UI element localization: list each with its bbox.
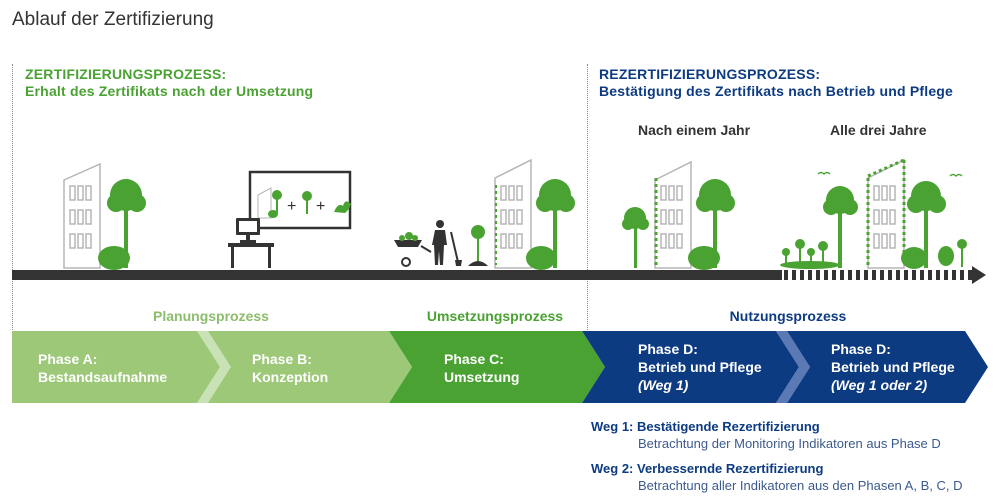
phase-d1-line1: Phase D: — [638, 341, 698, 357]
phase-d1-line2: Betrieb und Pflege — [638, 359, 762, 375]
weg-1: Weg 1: Bestätigende Rezertifizierung Bet… — [591, 419, 941, 451]
phase-d2-line3: (Weg 1 oder 2) — [831, 377, 928, 393]
planning-board: + + — [248, 170, 352, 230]
svg-text:+: + — [316, 198, 325, 215]
phase-c-line1: Phase C: — [444, 351, 504, 367]
center-divider — [587, 64, 588, 334]
weg-1-heading: Weg 1: Bestätigende Rezertifizierung — [591, 419, 820, 434]
weg-1-desc: Betrachtung der Monitoring Indikatoren a… — [638, 436, 941, 451]
tree-4 — [823, 181, 954, 269]
every-three-years-label: Alle drei Jahre — [830, 122, 927, 138]
ground-line-dashed — [782, 270, 972, 280]
weg-2-heading: Weg 2: Verbessernde Rezertifizierung — [591, 461, 824, 476]
building-1 — [63, 162, 101, 269]
page-title: Ablauf der Zertifizierung — [12, 9, 214, 30]
phase-d1-line3: (Weg 1) — [638, 377, 689, 393]
gardener-scene — [394, 220, 488, 267]
svg-text:+: + — [287, 198, 296, 215]
ground-arrow — [972, 266, 986, 284]
weg-2-desc: Betrachtung aller Indikatoren aus den Ph… — [638, 478, 963, 493]
process-planning: Planungsprozess — [153, 308, 269, 324]
birds — [817, 171, 963, 178]
process-implementation: Umsetzungsprozess — [426, 308, 564, 324]
cert-heading: ZERTIFIZIERUNGSPROZESS: — [25, 66, 227, 82]
recert-subheading: Bestätigung des Zertifikats nach Betrieb… — [599, 83, 954, 99]
ground-line — [12, 270, 782, 280]
phase-b-line2: Konzeption — [252, 369, 329, 385]
phase-a-line2: Bestandsaufnahme — [38, 369, 168, 385]
after-one-year-label: Nach einem Jahr — [638, 122, 751, 138]
phase-d1: Phase D: Betrieb und Pflege (Weg 1) — [638, 340, 762, 394]
recert-heading: REZERTIFIZIERUNGSPROZESS: — [599, 66, 821, 82]
cert-subheading: Erhalt des Zertifikats nach der Umsetzun… — [25, 83, 314, 99]
building-4 — [866, 158, 906, 269]
tree-1 — [98, 179, 146, 270]
phase-b: Phase B: Konzeption — [252, 350, 328, 386]
phase-a: Phase A: Bestandsaufnahme — [38, 350, 167, 386]
desk-with-computer — [228, 218, 274, 268]
building-2 — [494, 158, 532, 269]
phase-a-line1: Phase A: — [38, 351, 98, 367]
tree-2 — [526, 179, 575, 270]
weg-2: Weg 2: Verbessernde Rezertifizierung Bet… — [591, 461, 962, 493]
flowers — [780, 239, 967, 269]
building-3 — [654, 160, 692, 269]
phase-b-line1: Phase B: — [252, 351, 312, 367]
phase-d2-line1: Phase D: — [831, 341, 891, 357]
left-divider — [12, 64, 13, 334]
phase-c-line2: Umsetzung — [444, 369, 520, 385]
tree-3 — [622, 179, 735, 270]
phase-d2-line2: Betrieb und Pflege — [831, 359, 955, 375]
process-usage: Nutzungsprozess — [729, 308, 847, 324]
phase-c: Phase C: Umsetzung — [444, 350, 519, 386]
phase-d2: Phase D: Betrieb und Pflege (Weg 1 oder … — [831, 340, 955, 394]
